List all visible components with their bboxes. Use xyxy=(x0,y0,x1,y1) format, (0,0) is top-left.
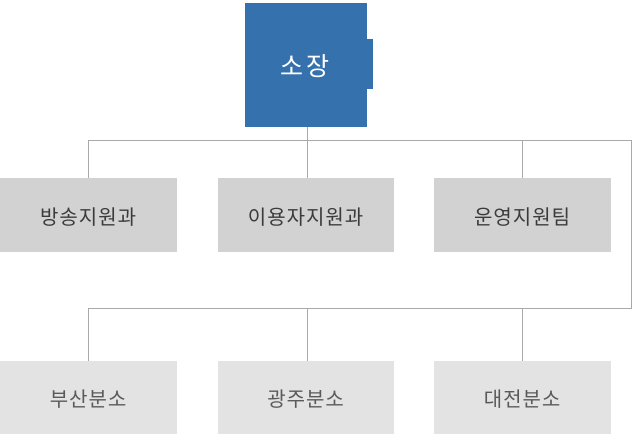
connector-branch-1-vertical xyxy=(88,309,89,361)
connector-dept-2-vertical xyxy=(307,141,308,178)
dept-box-operation-support: 운영지원팀 xyxy=(434,178,611,252)
branch-box-daejeon: 대전분소 xyxy=(434,361,611,434)
branch-box-gwangju: 광주분소 xyxy=(218,361,394,434)
connector-top-horizontal xyxy=(88,140,632,141)
connector-right-side-vertical xyxy=(631,141,632,308)
connector-dept-3-vertical xyxy=(522,141,523,178)
dept-box-broadcast-support: 방송지원과 xyxy=(0,178,177,252)
connector-branch-2-vertical xyxy=(307,309,308,361)
connector-bottom-horizontal xyxy=(88,308,632,309)
dept-box-user-support: 이용자지원과 xyxy=(218,178,394,252)
connector-branch-3-vertical xyxy=(522,309,523,361)
branch-box-busan: 부산분소 xyxy=(0,361,177,434)
connector-root-vertical xyxy=(307,127,308,140)
root-box-director: 소장 xyxy=(245,3,367,127)
connector-dept-1-vertical xyxy=(88,141,89,178)
root-box-side-tab xyxy=(367,39,373,89)
